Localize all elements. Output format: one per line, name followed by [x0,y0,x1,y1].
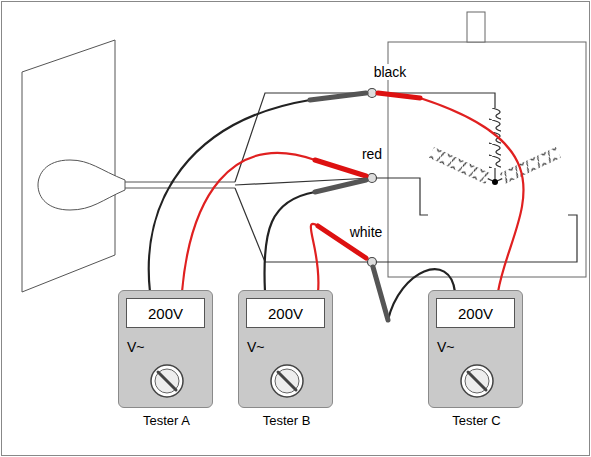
tester-name: Tester B [263,413,311,428]
terminal [368,89,377,98]
motor-wire [372,215,577,262]
plug [38,160,125,210]
voltage-reading: 200V [268,305,303,322]
conductor [235,93,372,182]
selector-dial [147,361,187,401]
probe [378,93,420,98]
tester-name: Tester A [143,413,190,428]
selector-dial [267,361,307,401]
black-lead [264,192,315,292]
mode-mark: V~ [437,339,455,355]
red-lead [311,224,319,292]
voltage-reading: 200V [458,305,493,322]
probe [315,180,366,192]
motor-shaft [467,12,485,42]
tester-display: 200V [436,298,515,328]
tester-display: 200V [246,298,325,328]
motor-wire [372,178,428,215]
star-point [492,179,498,185]
terminal-label: white [348,224,385,240]
mode-mark: V~ [127,339,145,355]
mode-mark: V~ [247,339,265,355]
probe [310,93,366,100]
probe [315,160,366,176]
coil [500,147,561,184]
tester-body: 200VV~Tester A [118,290,213,408]
terminal-label: red [360,146,384,162]
motor-wire [372,93,495,108]
black-lead [149,100,310,292]
tester-body: 200VV~Tester B [238,290,333,408]
tester-name: Tester C [452,413,500,428]
motor-housing [388,42,586,277]
red-lead [420,98,524,292]
coil-lead [494,168,495,180]
red-lead [182,153,315,292]
probe [373,267,388,320]
selector-dial [457,361,497,401]
terminal-label: black [372,64,409,80]
tester-display: 200V [126,298,205,328]
terminal [368,174,377,183]
tester-body: 200VV~Tester C [428,290,523,408]
voltage-reading: 200V [148,305,183,322]
coil [429,147,490,184]
